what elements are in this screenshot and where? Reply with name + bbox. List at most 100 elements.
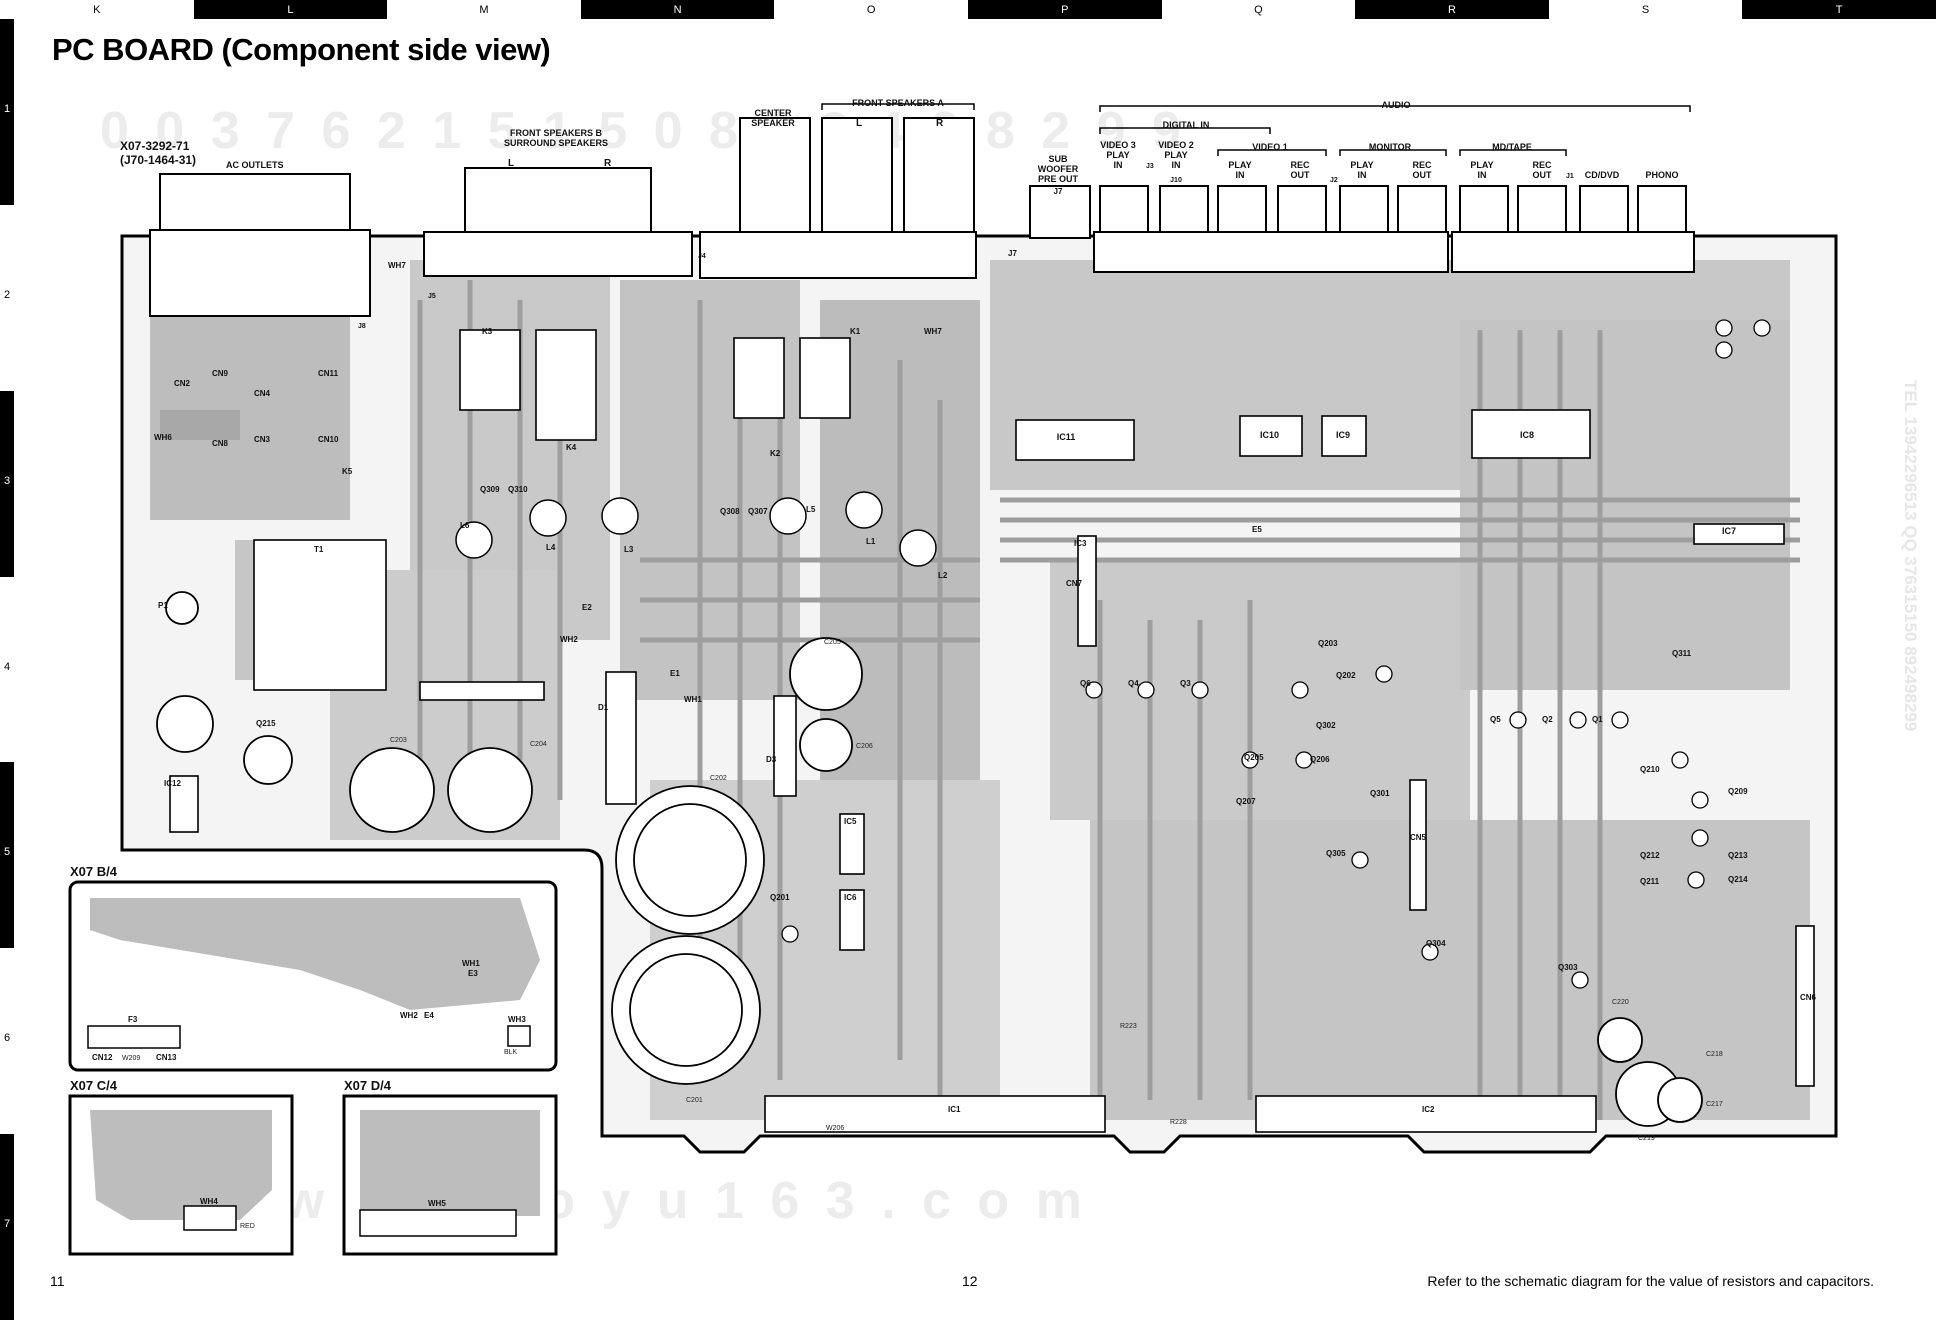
label-md-tape-play: PLAY — [1470, 160, 1493, 170]
label-q308: Q308 — [720, 507, 740, 516]
label-c203: C203 — [390, 737, 407, 744]
label-q3: Q3 — [1180, 679, 1191, 688]
label-fsa-right: R — [936, 118, 944, 129]
label-k3: K3 — [482, 327, 493, 336]
label-wh6: WH6 — [154, 433, 172, 442]
label-cn11: CN11 — [318, 369, 339, 378]
label-cn7: CN7 — [1066, 579, 1083, 588]
label-j8: J8 — [358, 323, 366, 330]
capacitor-c220 — [1597, 1017, 1643, 1063]
capacitor-c202 — [615, 785, 765, 935]
grid-row-4: 4 — [0, 576, 14, 763]
capacitor-c201 — [611, 935, 761, 1085]
grid-row-2: 2 — [0, 204, 14, 391]
watermark-top: 0 0 3 7 6 2 1 5 1 5 0 8 9 2 4 9 8 2 9 9 — [100, 102, 1187, 160]
label-ic12: IC12 — [164, 779, 181, 788]
connector-labels: X07-3292-71 (J70-1464-31) AC OUTLETS FRO… — [120, 98, 1679, 330]
label-q307: Q307 — [748, 507, 768, 516]
label-l3: L3 — [624, 545, 634, 554]
label-md-tape-in: IN — [1478, 170, 1487, 180]
grid-row-3: 3 — [0, 390, 14, 577]
label-j4: J4 — [698, 253, 706, 260]
footnote: Refer to the schematic diagram for the v… — [1427, 1273, 1874, 1289]
label-center-1: CENTER — [754, 108, 792, 118]
grid-row-7: 7 — [0, 1134, 14, 1320]
grid-column-t: T — [1742, 0, 1936, 19]
top-connectors — [149, 117, 1695, 317]
label-fsb-right: R — [604, 158, 612, 169]
label-wh7: WH7 — [388, 261, 406, 270]
capacitor-c206 — [799, 718, 853, 772]
label-e1: E1 — [670, 669, 680, 678]
label-video3-in: IN — [1114, 160, 1123, 170]
label-md-tape-rec: REC — [1532, 160, 1552, 170]
grid-column-l: L — [193, 0, 388, 19]
label-q215: Q215 — [256, 719, 276, 728]
label-q2: Q2 — [1542, 715, 1553, 724]
label-wh1: WH1 — [684, 695, 702, 704]
label-video2-play: PLAY — [1164, 150, 1187, 160]
label-k4: K4 — [566, 443, 577, 452]
label-audio: AUDIO — [1382, 100, 1411, 110]
label-ic8: IC8 — [1520, 430, 1534, 440]
watermark-side: TEL 13942296513 QQ 376315150 892498299 — [1901, 380, 1920, 731]
label-md-tape: MD/TAPE — [1492, 142, 1532, 152]
label-d1: D1 — [598, 703, 609, 712]
label-fsb-left: L — [508, 158, 514, 169]
label-video1-in: IN — [1236, 170, 1245, 180]
label-video2-in: IN — [1172, 160, 1181, 170]
label-cn13: CN13 — [156, 1053, 177, 1062]
page-number-left: 11 — [50, 1273, 65, 1289]
label-c220: C220 — [1612, 999, 1629, 1006]
label-p1: P1 — [158, 601, 168, 610]
page-number-center: 12 — [962, 1273, 978, 1289]
label-j1: J1 — [1566, 173, 1574, 180]
label-q305: Q305 — [1326, 849, 1346, 858]
grid-column-o: O — [774, 0, 968, 19]
label-q207: Q207 — [1236, 797, 1256, 806]
label-monitor: MONITOR — [1369, 142, 1412, 152]
label-md-tape-out: OUT — [1533, 170, 1553, 180]
label-q212: Q212 — [1640, 851, 1660, 860]
grid-column-m: M — [387, 0, 581, 19]
label-cn10: CN10 — [318, 435, 339, 444]
chips — [169, 329, 1815, 1133]
label-digital-in: DIGITAL IN — [1163, 120, 1210, 130]
label-c201: C201 — [686, 1097, 703, 1104]
label-j7: J7 — [1054, 187, 1063, 196]
sub-board-c4-title: X07 C/4 — [70, 1078, 118, 1093]
label-ic11: IC11 — [1057, 432, 1076, 442]
label-t1: T1 — [314, 545, 324, 554]
label-q203: Q203 — [1318, 639, 1338, 648]
grid-column-p: P — [967, 0, 1162, 19]
label-q213: Q213 — [1728, 851, 1748, 860]
label-wh1-sub: WH1 — [462, 959, 480, 968]
label-q1: Q1 — [1592, 715, 1603, 724]
grid-column-s: S — [1548, 0, 1743, 19]
grid-column-r: R — [1355, 0, 1549, 19]
label-q211: Q211 — [1640, 877, 1660, 886]
label-cn2: CN2 — [174, 379, 191, 388]
label-l4: L4 — [546, 543, 556, 552]
label-j2: J2 — [1330, 177, 1338, 184]
label-q304: Q304 — [1426, 939, 1446, 948]
label-ic9: IC9 — [1336, 430, 1350, 440]
label-monitor-out: OUT — [1413, 170, 1433, 180]
capacitor-c217 — [1657, 1077, 1703, 1123]
grid-column-n: N — [580, 0, 775, 19]
label-q214: Q214 — [1728, 875, 1748, 884]
capacitor-c203 — [349, 747, 435, 833]
label-video3-play: PLAY — [1106, 150, 1129, 160]
label-q301: Q301 — [1370, 789, 1390, 798]
sub-board-c4: X07 C/4 WH4 RED — [68, 1078, 294, 1256]
label-red: RED — [240, 1223, 255, 1230]
label-blk: BLK — [504, 1049, 518, 1056]
label-wh5: WH5 — [428, 1199, 446, 1208]
label-cn5: CN5 — [1410, 833, 1427, 842]
label-front-speakers-b: FRONT SPEAKERS B — [510, 128, 603, 138]
label-c217: C217 — [1706, 1101, 1723, 1108]
label-wh3: WH3 — [508, 1015, 526, 1024]
grid-row-1: 1 — [0, 19, 14, 205]
